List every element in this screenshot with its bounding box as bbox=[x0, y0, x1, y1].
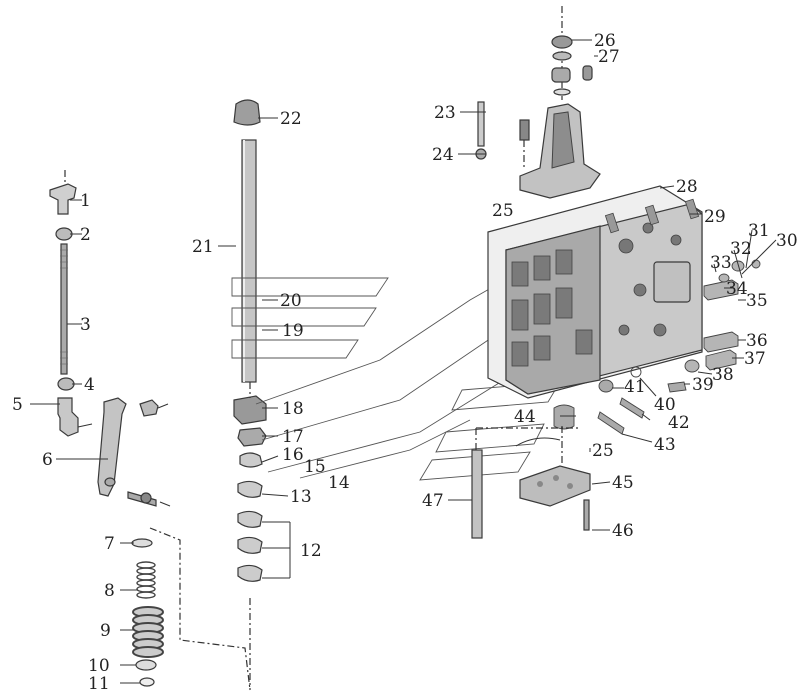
valve-body bbox=[471, 185, 761, 539]
callout-11: 11 bbox=[88, 674, 110, 694]
callout-36: 36 bbox=[746, 331, 768, 351]
callout-10: 10 bbox=[88, 656, 110, 676]
callout-42: 42 bbox=[668, 413, 690, 433]
part-11-ring bbox=[139, 677, 155, 687]
part-44-sleeve bbox=[553, 404, 575, 430]
callout-40: 40 bbox=[654, 395, 676, 415]
callout-29: 29 bbox=[704, 207, 726, 227]
callout-19: 19 bbox=[282, 321, 304, 341]
callout-15: 15 bbox=[304, 457, 326, 477]
callout-22: 22 bbox=[280, 109, 302, 129]
left-linkage-group bbox=[49, 170, 251, 691]
callout-26: 26 bbox=[594, 31, 616, 51]
part-7-ring bbox=[131, 538, 153, 548]
callout-28: 28 bbox=[676, 177, 698, 197]
callout-45: 45 bbox=[612, 473, 634, 493]
callout-46: 46 bbox=[612, 521, 634, 541]
part-2-nut bbox=[55, 227, 73, 241]
leader-lines bbox=[30, 39, 777, 684]
part-45-cover bbox=[519, 465, 591, 507]
part-27-plug bbox=[582, 65, 593, 81]
part-3-threaded-rod bbox=[60, 243, 68, 375]
callout-44: 44 bbox=[514, 407, 536, 427]
callout-4: 4 bbox=[84, 375, 95, 395]
callout-12: 12 bbox=[300, 541, 322, 561]
part-9-spring bbox=[132, 606, 164, 658]
shaft-group bbox=[233, 99, 291, 690]
callout-23: 23 bbox=[434, 103, 456, 123]
part-10-washer bbox=[135, 659, 157, 671]
callout-25-bottom: 25 bbox=[592, 441, 614, 461]
callout-5: 5 bbox=[12, 395, 23, 415]
callout-34: 34 bbox=[726, 279, 748, 299]
part-6-lever bbox=[97, 397, 127, 497]
part-22-cap bbox=[233, 99, 261, 126]
tower-group bbox=[475, 6, 601, 199]
callout-27: 27 bbox=[598, 47, 620, 67]
callout-25-top: 25 bbox=[492, 201, 514, 221]
callout-18: 18 bbox=[282, 399, 304, 419]
part-46-bolt bbox=[583, 499, 590, 531]
callout-17: 17 bbox=[282, 427, 304, 447]
callout-21: 21 bbox=[192, 237, 214, 257]
callout-labels: 1 2 3 4 5 6 7 8 9 10 11 12 13 14 15 16 1… bbox=[12, 31, 798, 694]
callout-7: 7 bbox=[104, 534, 115, 554]
callout-14: 14 bbox=[328, 473, 350, 493]
callout-43: 43 bbox=[654, 435, 676, 455]
callout-37: 37 bbox=[744, 349, 766, 369]
callout-1: 1 bbox=[80, 191, 91, 211]
callout-6: 6 bbox=[42, 450, 53, 470]
callout-32: 32 bbox=[730, 239, 752, 259]
callout-9: 9 bbox=[100, 621, 111, 641]
callout-8: 8 bbox=[104, 581, 115, 601]
part-4-nut bbox=[57, 377, 75, 391]
part-5-clevis bbox=[57, 397, 79, 437]
callout-38: 38 bbox=[712, 365, 734, 385]
callout-2: 2 bbox=[80, 225, 91, 245]
part-1-fitting bbox=[49, 183, 77, 215]
callout-3: 3 bbox=[80, 315, 91, 335]
part-21-shaft bbox=[241, 139, 257, 383]
callout-47: 47 bbox=[422, 491, 444, 511]
callout-35: 35 bbox=[746, 291, 768, 311]
part-47-rod bbox=[471, 449, 483, 539]
callout-41: 41 bbox=[624, 377, 646, 397]
part-23-rod bbox=[477, 101, 485, 147]
callout-39: 39 bbox=[692, 375, 714, 395]
callout-20: 20 bbox=[280, 291, 302, 311]
callout-24: 24 bbox=[432, 145, 454, 165]
callout-31: 31 bbox=[748, 221, 770, 241]
part-8-spring bbox=[136, 561, 156, 599]
callout-30: 30 bbox=[776, 231, 798, 251]
callout-13: 13 bbox=[290, 487, 312, 507]
callout-33: 33 bbox=[710, 253, 732, 273]
callout-16: 16 bbox=[282, 445, 304, 465]
